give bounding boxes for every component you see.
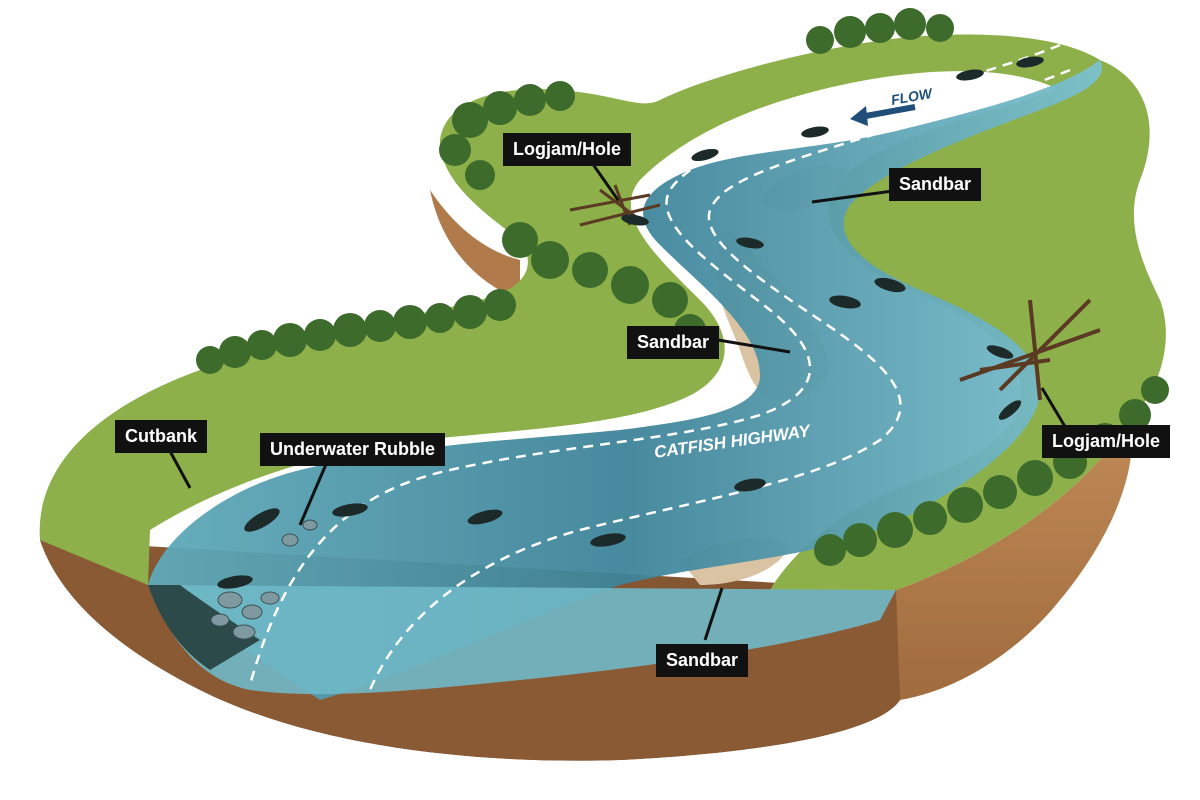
- river-channel: [148, 60, 1102, 700]
- callout-sandbar-middle: Sandbar: [627, 326, 720, 359]
- callout-underwater-rubble: Underwater Rubble: [260, 433, 446, 466]
- flow-arrow-shaft: [859, 104, 916, 120]
- callout-sandbar-bottom: Sandbar: [656, 644, 749, 677]
- riverbed-dark: [148, 585, 260, 670]
- flow-indicator: FLOW: [850, 85, 935, 126]
- tree-line-left: [196, 289, 516, 374]
- callout-cutbank: Cutbank: [115, 420, 207, 453]
- water-front-face: [148, 585, 896, 695]
- logjam-lower: [959, 298, 1101, 401]
- callout-logjam-upper: Logjam/Hole: [503, 133, 632, 166]
- tree-cluster-top-right: [806, 8, 954, 54]
- flow-arrow-head: [850, 106, 868, 126]
- highway-dashed-lines: [248, 43, 1071, 691]
- right-bank-soil: [896, 420, 1132, 700]
- callout-logjam-lower: Logjam/Hole: [1042, 425, 1171, 458]
- flow-label: FLOW: [890, 85, 935, 108]
- upper-left-bank-soil: [430, 190, 520, 300]
- callout-sandbar-right: Sandbar: [889, 168, 982, 201]
- catfish-group: [217, 56, 1044, 589]
- underwater-rubble-stones: [210, 519, 318, 640]
